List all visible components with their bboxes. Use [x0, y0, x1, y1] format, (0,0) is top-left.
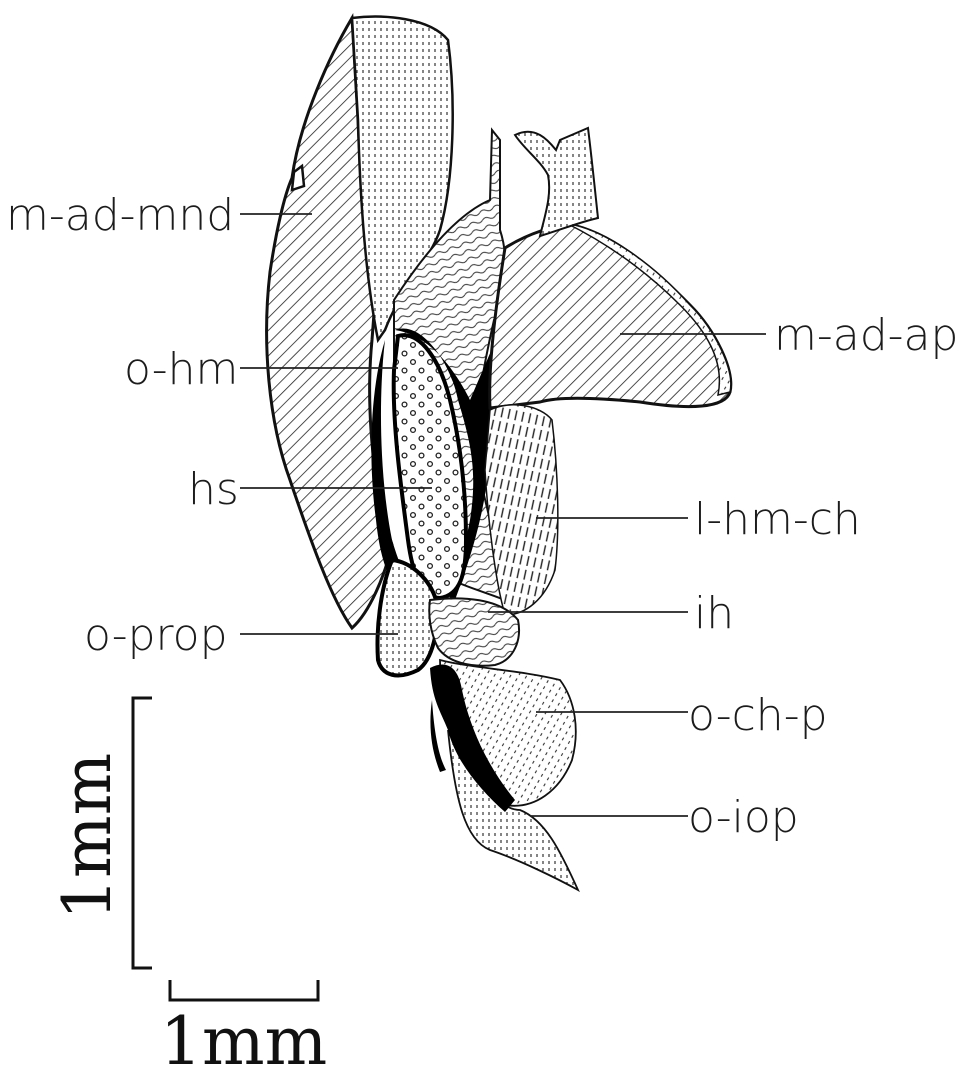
label-o-hm: o-hm	[124, 344, 238, 395]
scale-label-horizontal: 1mm	[160, 1003, 327, 1072]
scale-bar-vertical	[133, 698, 152, 968]
label-o-ch-p: o-ch-p	[688, 690, 828, 741]
label-l-hm-ch: l-hm-ch	[694, 494, 861, 545]
bone-ih-shape	[429, 598, 519, 665]
label-m-ad-ap: m-ad-ap	[774, 310, 958, 361]
scale-bar-horizontal	[170, 980, 318, 1000]
label-o-prop: o-prop	[84, 610, 228, 661]
label-m-ad-mnd: m-ad-mnd	[6, 190, 234, 241]
label-ih: ih	[694, 588, 734, 639]
scale-label-vertical: 1mm	[49, 753, 126, 920]
label-hs: hs	[188, 464, 239, 515]
label-o-iop: o-iop	[688, 792, 799, 843]
upper-process-shape	[515, 128, 598, 236]
